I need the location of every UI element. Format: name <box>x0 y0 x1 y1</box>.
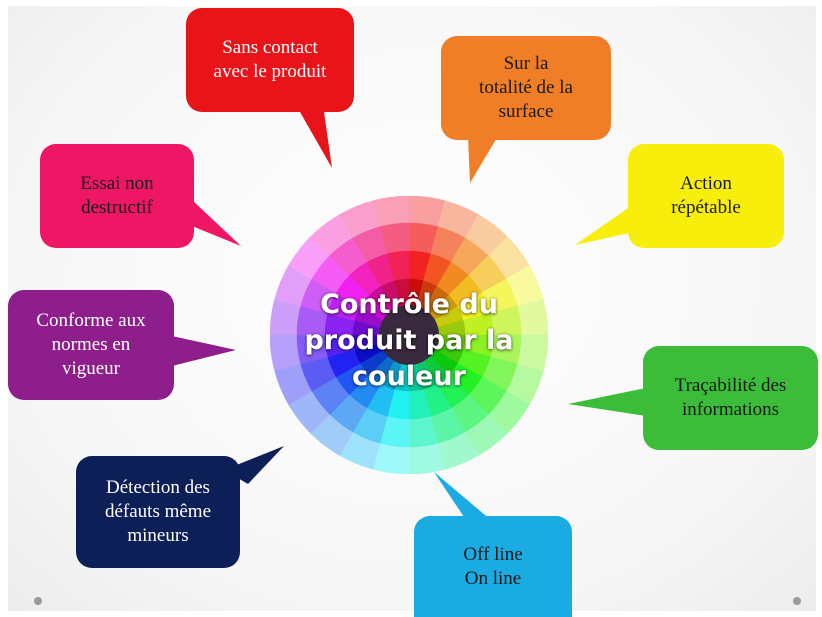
surface-tail <box>468 136 498 183</box>
bubble-offline-line-2: On line <box>464 567 522 589</box>
bubble-surface: Sur la totalité de la surface <box>441 36 611 140</box>
center-title: Contrôle du produit par la couleur <box>300 287 518 395</box>
bubble-action-line-1: Action <box>680 173 732 194</box>
bubble-sans-contact: Sans contact avec le produit <box>186 8 354 112</box>
bubble-sans-contact-line-1: Sans contact <box>222 37 318 58</box>
center-title-line-3: couleur <box>352 361 466 392</box>
bubble-conforme-line-1: Conforme aux <box>36 310 146 331</box>
bubble-conforme-line-2: normes en <box>51 334 131 355</box>
bubble-essai: Essai non destructif <box>40 144 194 248</box>
slide-dot-right <box>793 597 801 605</box>
center-title-line-2: produit par la <box>304 325 514 356</box>
essai-tail <box>192 200 241 246</box>
bubble-tracabilite-line-1: Traçabilité des <box>674 375 787 396</box>
bubble-surface-line-1: Sur la <box>503 53 549 74</box>
action-tail <box>575 204 634 245</box>
bubble-tracabilite: Traçabilité des informations <box>643 346 818 450</box>
tracabilite-tail <box>568 388 646 416</box>
sans-contact-tail <box>300 112 332 168</box>
bubble-detection-line-1: Détection des <box>106 477 210 498</box>
bubble-detection: Détection des défauts même mineurs <box>76 456 240 568</box>
bubble-action: Action répétable <box>628 144 784 248</box>
bubble-offline: Off line On line <box>414 516 572 617</box>
bubble-essai-line-1: Essai non <box>80 173 154 194</box>
bubble-detection-line-3: mineurs <box>127 525 189 546</box>
conforme-tail <box>172 336 236 366</box>
bubble-surface-line-2: totalité de la <box>479 77 573 98</box>
bubble-conforme: Conforme aux normes en vigueur <box>8 290 174 400</box>
offline-tail <box>434 472 498 526</box>
bubble-conforme-line-3: vigueur <box>61 358 121 379</box>
bubble-offline-line-1: Off line <box>463 543 523 565</box>
slide-dot-left <box>34 597 42 605</box>
bubble-sans-contact-line-2: avec le produit <box>213 61 327 82</box>
color-wheel <box>270 196 548 474</box>
wheel-hub <box>379 305 439 365</box>
center-title-line-1: Contrôle du <box>320 289 498 320</box>
bubble-action-line-2: répétable <box>671 197 741 218</box>
bubble-surface-line-3: surface <box>498 101 554 122</box>
bubble-detection-line-2: défauts même <box>104 501 212 522</box>
bubble-tracabilite-line-2: informations <box>681 399 780 420</box>
bubble-essai-line-2: destructif <box>81 197 153 218</box>
